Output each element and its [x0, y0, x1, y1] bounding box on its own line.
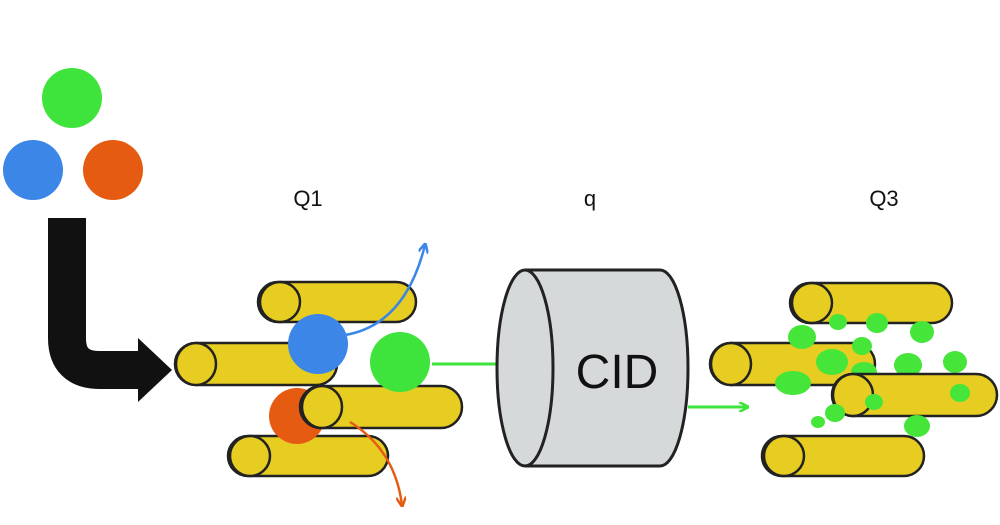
collision-cell-label: q — [584, 186, 596, 211]
fragment-ion-icon — [894, 353, 922, 377]
q1-rod-right — [298, 384, 464, 430]
q3-rod-top — [788, 281, 954, 325]
entry-arrow-icon — [48, 218, 172, 402]
q1-quadrupole — [173, 280, 464, 478]
fragment-ion-icon — [816, 349, 848, 375]
fragment-ion-icon — [904, 415, 930, 437]
fragment-ion-icon — [865, 394, 883, 410]
fragment-ion-icon — [825, 404, 845, 422]
fragment-ion-icon — [943, 351, 967, 373]
q1-rod-bottom — [226, 434, 390, 478]
orange-ion-ejection-arrow-icon — [349, 420, 402, 505]
fragment-ion-icon — [910, 321, 934, 343]
fragment-ion-icon — [950, 384, 970, 402]
blue-ion-ejection-arrow-icon — [344, 245, 425, 337]
q3-label: Q3 — [869, 186, 898, 211]
fragment-ion-icon — [829, 314, 847, 330]
q1-label: Q1 — [293, 186, 322, 211]
fragment-ion-icon — [852, 337, 872, 355]
q3-rod-right — [830, 372, 999, 418]
q3-quadrupole — [708, 281, 999, 478]
blue-ion-icon — [3, 140, 63, 200]
collision-cell-icon — [495, 268, 690, 468]
q1-blue-ion-icon — [288, 314, 348, 374]
q3-fragment-cloud — [775, 313, 967, 395]
q1-green-ion-icon — [370, 332, 430, 392]
q1-rod-top — [256, 280, 418, 324]
cid-label: CID — [576, 346, 659, 399]
green-ion-icon — [42, 68, 102, 128]
orange-ion-icon — [83, 140, 143, 200]
fragment-ion-icon — [775, 371, 811, 395]
q3-rod-bottom — [760, 434, 926, 478]
q3-fragment-cloud-front — [811, 384, 970, 437]
fragment-ion-icon — [811, 416, 825, 428]
fragment-ion-icon — [788, 325, 816, 349]
fragment-ion-icon — [866, 313, 888, 333]
